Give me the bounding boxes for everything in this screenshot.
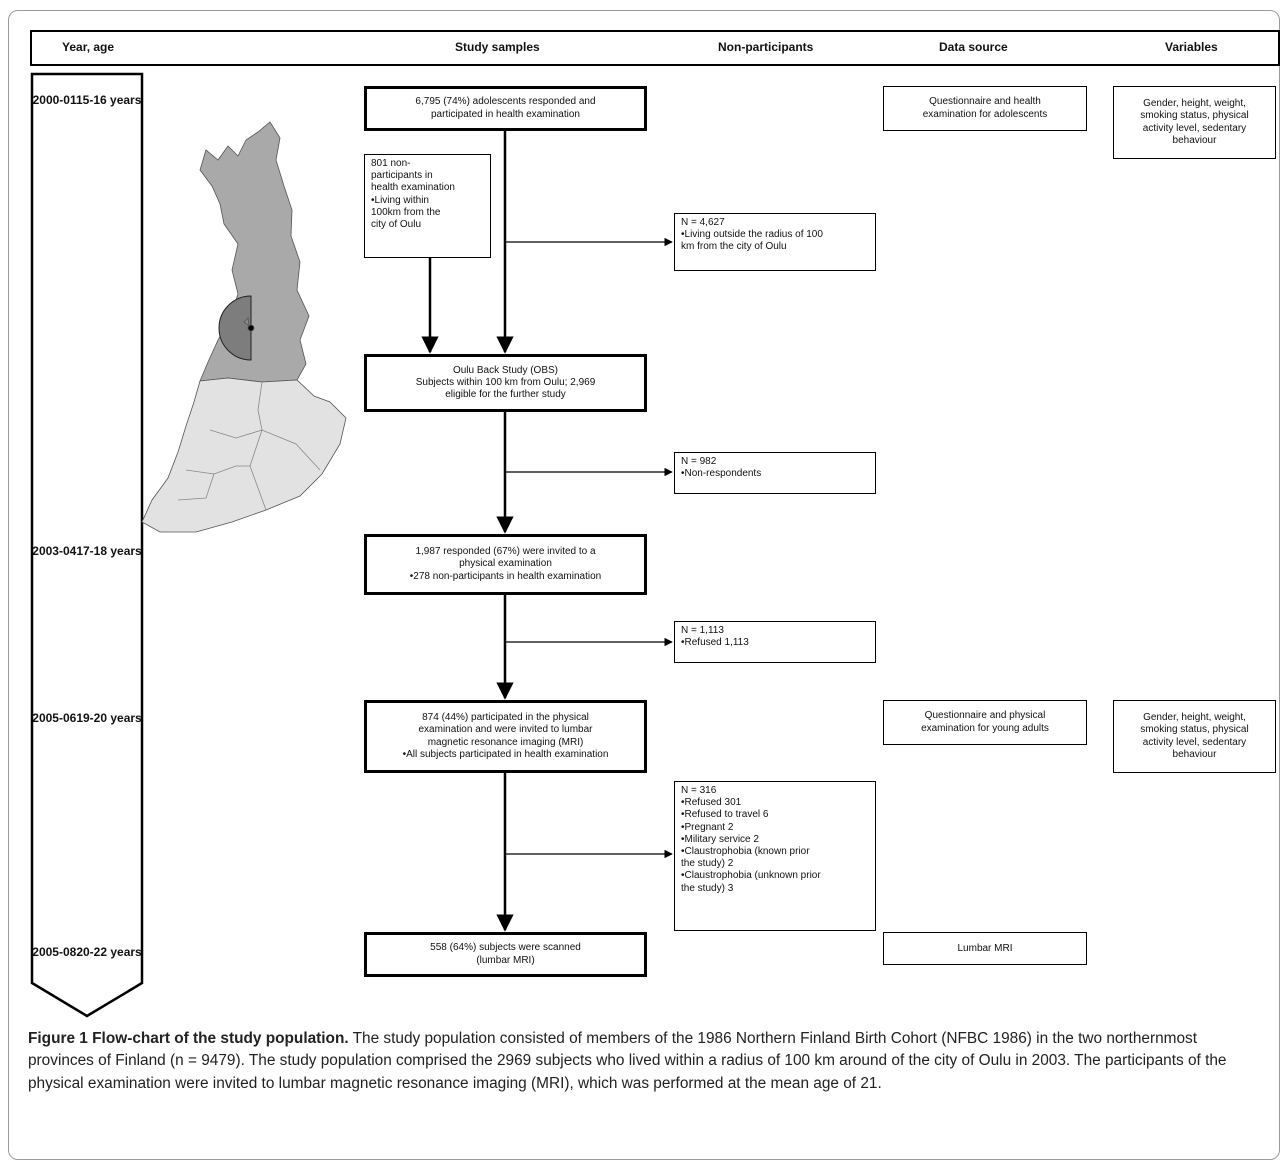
- header-study-samples: Study samples: [455, 40, 540, 54]
- non-participants-box-2: N = 982•Non-respondents: [674, 452, 876, 494]
- study-sample-box-2: Oulu Back Study (OBS)Subjects within 100…: [364, 354, 647, 412]
- header-data-source: Data source: [939, 40, 1008, 54]
- flowchart-graphics: [30, 72, 673, 1018]
- header-non-participants: Non-participants: [718, 40, 814, 54]
- header-bar: [30, 30, 1280, 66]
- timeline-label-1: 2000-0115-16 years: [32, 93, 142, 107]
- finland-map: [141, 121, 347, 533]
- caption-text: The study population consisted of member…: [28, 1030, 1227, 1092]
- map-north-provinces: [199, 121, 310, 383]
- header-year-age: Year, age: [62, 40, 115, 54]
- map-oulu-point: [247, 324, 255, 332]
- timeline-label-3: 2005-0619-20 years: [32, 711, 142, 725]
- caption-title: Figure 1 Flow-chart of the study populat…: [28, 1030, 349, 1047]
- timeline-label-2: 2003-0417-18 years: [32, 544, 142, 558]
- figure-frame: [8, 10, 1280, 1160]
- non-participants-box-1: N = 4,627•Living outside the radius of 1…: [674, 213, 876, 271]
- study-sample-box-5: 558 (64%) subjects were scanned(lumbar M…: [364, 932, 647, 977]
- figure-caption: Figure 1 Flow-chart of the study populat…: [28, 1028, 1260, 1095]
- variables-box-2: Gender, height, weight,smoking status, p…: [1113, 700, 1276, 773]
- header-variables: Variables: [1165, 40, 1218, 54]
- map-south-provinces: [141, 377, 347, 533]
- non-participants-box-3: N = 1,113•Refused 1,113: [674, 621, 876, 663]
- timeline-label-4: 2005-0820-22 years: [32, 945, 142, 959]
- map-radius-100km: [218, 295, 252, 361]
- non-participants-box-4: N = 316•Refused 301•Refused to travel 6 …: [674, 781, 876, 931]
- data-source-box-3: Lumbar MRI: [883, 932, 1087, 965]
- timeline-arrow: [30, 72, 144, 1018]
- variables-box-1: Gender, height, weight,smoking status, p…: [1113, 86, 1276, 159]
